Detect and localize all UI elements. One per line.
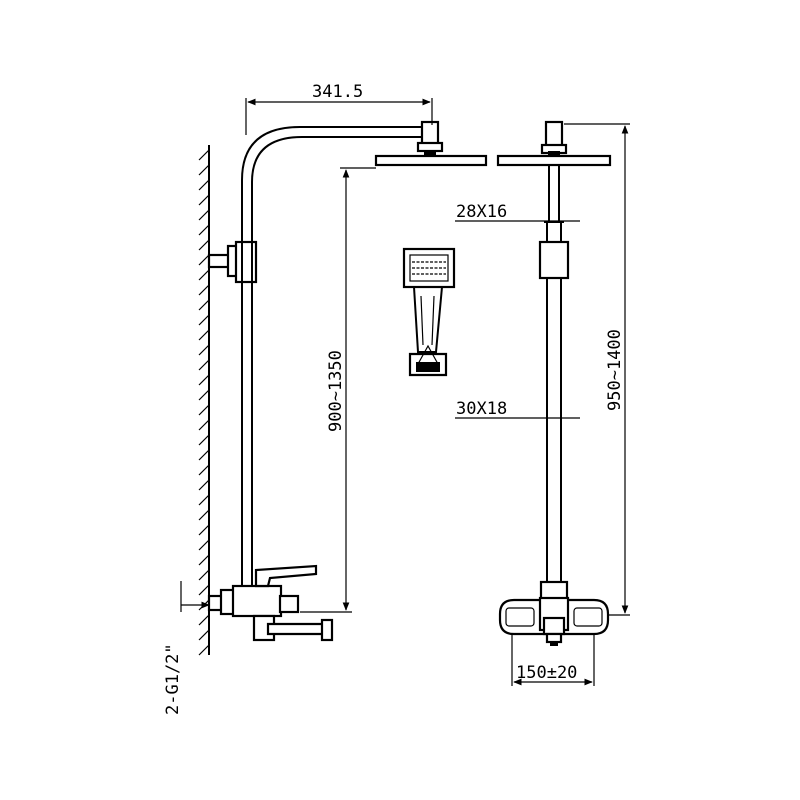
height-front-label: 950~1400 xyxy=(605,329,625,411)
arm-reach-dimension: 341.5 xyxy=(245,82,433,135)
wall-bracket xyxy=(207,240,258,284)
mixer-valve-front xyxy=(498,580,610,646)
mixer-valve-side xyxy=(207,564,334,642)
height-front-dimension: 950~1400 xyxy=(564,123,630,616)
wall xyxy=(198,145,210,656)
hand-shower xyxy=(402,247,456,377)
rain-shower-head-side xyxy=(374,120,488,167)
inlet-thread-dimension: 2-G1/2" xyxy=(163,581,210,715)
pipe-upper-label: 28X16 xyxy=(456,202,507,222)
height-side-dimension: 900~1350 xyxy=(300,167,376,613)
pipe-upper-callout: 28X16 xyxy=(455,202,580,222)
pipe-lower-callout: 30X18 xyxy=(455,399,580,419)
arm-reach-label: 341.5 xyxy=(312,82,363,102)
riser-pipe-front xyxy=(538,165,570,582)
riser-pipe-side xyxy=(241,126,428,590)
pipe-lower-label: 30X18 xyxy=(456,399,507,419)
inlet-thread-label: 2-G1/2" xyxy=(163,643,183,715)
inlet-spacing-dimension: 150±20 xyxy=(511,634,595,686)
rain-shower-head-front xyxy=(496,120,612,167)
height-side-label: 900~1350 xyxy=(326,350,346,432)
inlet-spacing-label: 150±20 xyxy=(516,663,577,683)
